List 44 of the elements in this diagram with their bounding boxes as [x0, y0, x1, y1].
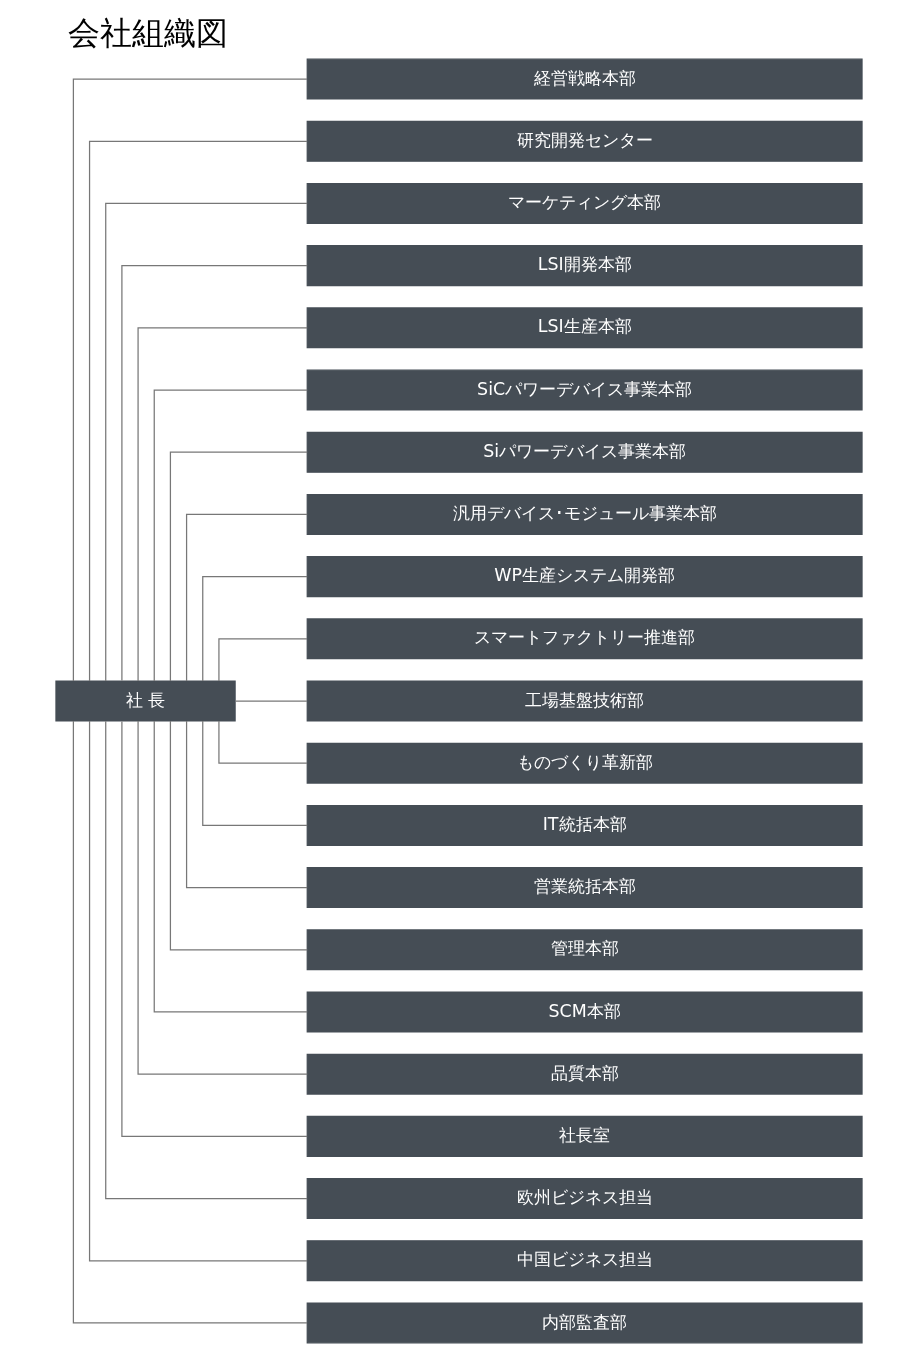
connector — [72, 720, 308, 1324]
node-box: 汎用デバイス･モジュール事業本部 — [306, 493, 863, 535]
connector — [153, 720, 308, 1013]
connector — [153, 389, 308, 682]
connector — [120, 265, 308, 682]
node-box: 中国ビジネス担当 — [306, 1240, 863, 1282]
diagram-title: 会社組織図 — [67, 13, 228, 52]
node-box: SCM本部 — [306, 991, 863, 1033]
node-box: 社 長 — [54, 680, 236, 722]
connector — [104, 720, 308, 1200]
connector — [104, 202, 308, 682]
node-box: SiCパワーデバイス事業本部 — [306, 369, 863, 411]
node-box: 品質本部 — [306, 1053, 863, 1095]
node-box: 工場基盤技術部 — [306, 680, 863, 722]
node-box: スマートファクトリー推進部 — [306, 618, 863, 660]
connector — [201, 720, 308, 826]
connector — [88, 720, 308, 1262]
node-box: 経営戦略本部 — [306, 58, 863, 100]
node-box: 研究開発センター — [306, 120, 863, 162]
connector — [169, 720, 308, 951]
node-box: 社長室 — [306, 1115, 863, 1157]
connector — [234, 700, 308, 702]
node-box: ものづくり革新部 — [306, 742, 863, 784]
node-box: 管理本部 — [306, 929, 863, 971]
node-box: WP生産システム開発部 — [306, 556, 863, 598]
node-box: 営業統括本部 — [306, 867, 863, 909]
connector — [185, 513, 308, 682]
connector — [217, 638, 308, 682]
node-box: 内部監査部 — [306, 1302, 863, 1344]
connector — [169, 451, 308, 682]
connector — [136, 720, 308, 1075]
node-box: LSI生産本部 — [306, 307, 863, 349]
connector — [88, 140, 308, 682]
connector — [201, 576, 308, 682]
connector — [72, 78, 308, 682]
connector — [120, 720, 308, 1137]
connector — [217, 720, 308, 764]
node-box: マーケティング本部 — [306, 182, 863, 224]
node-box: LSI開発本部 — [306, 245, 863, 287]
node-box: IT統括本部 — [306, 804, 863, 846]
connector — [185, 720, 308, 889]
node-box: Siパワーデバイス事業本部 — [306, 431, 863, 473]
node-box: 欧州ビジネス担当 — [306, 1178, 863, 1220]
connector — [136, 327, 308, 682]
